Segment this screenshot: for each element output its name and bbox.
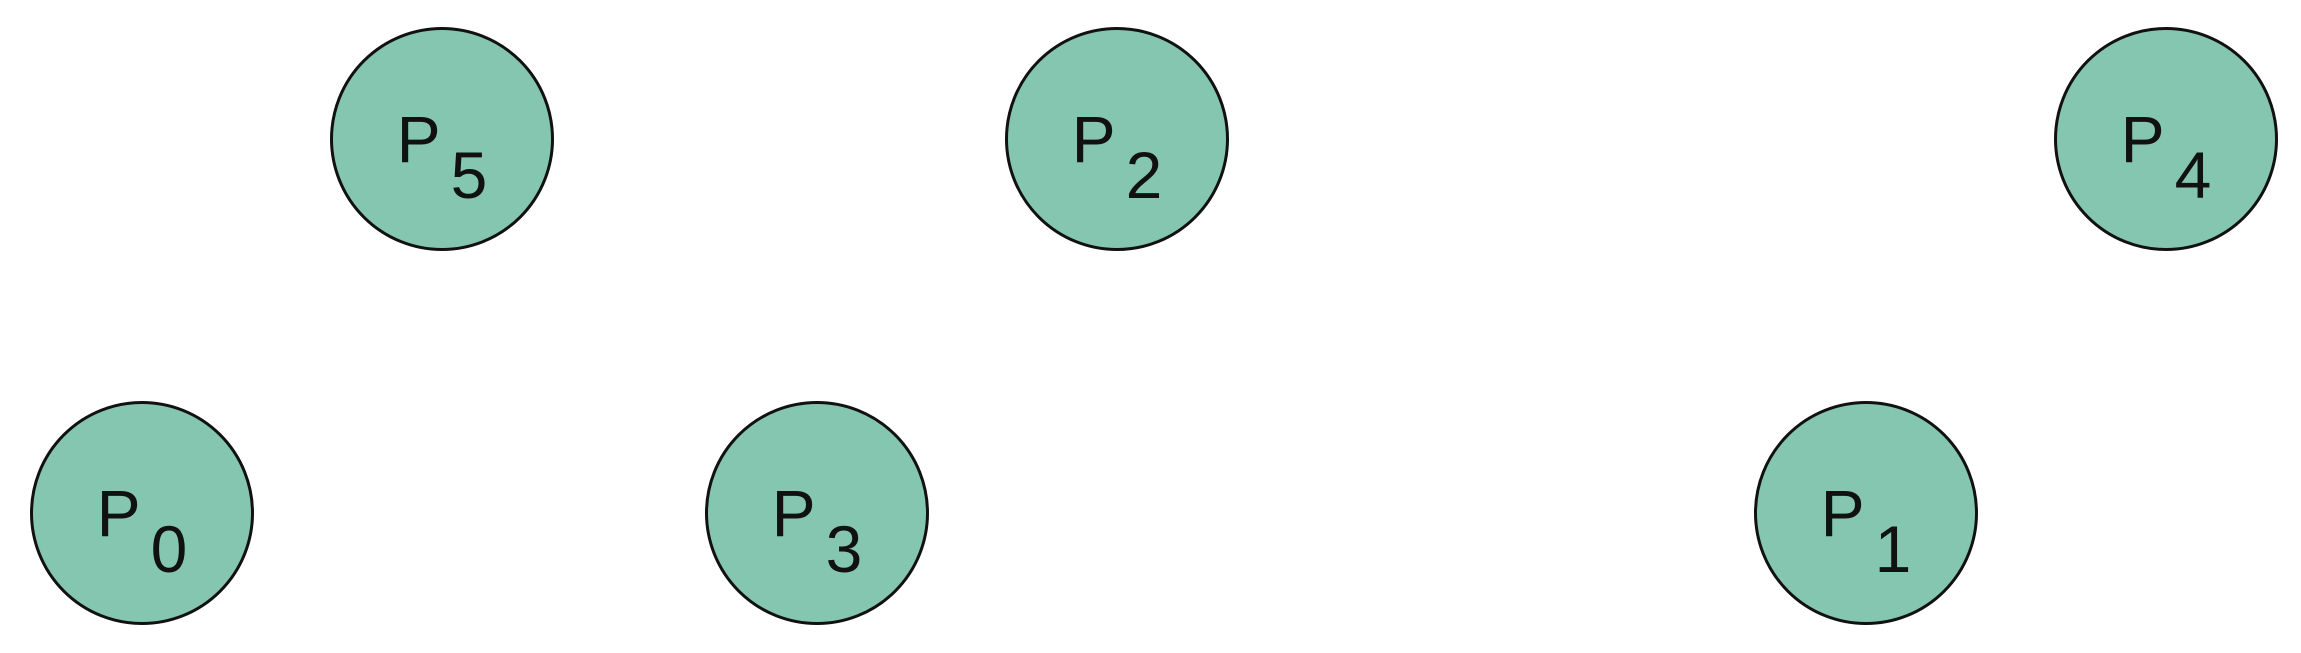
node-p1-subscript: 1 xyxy=(1874,512,1912,586)
node-p3-letter: P xyxy=(771,476,816,550)
node-p2-subscript: 2 xyxy=(1125,138,1163,212)
node-p2-letter: P xyxy=(1071,102,1116,176)
node-p5-subscript: 5 xyxy=(450,138,488,212)
node-p0-letter: P xyxy=(96,476,141,550)
node-p1-letter: P xyxy=(1820,476,1865,550)
node-p4-letter: P xyxy=(2120,102,2165,176)
node-p5-letter: P xyxy=(396,102,441,176)
node-p3-subscript: 3 xyxy=(825,512,863,586)
node-p4-subscript: 4 xyxy=(2174,138,2212,212)
node-p0-subscript: 0 xyxy=(150,512,188,586)
